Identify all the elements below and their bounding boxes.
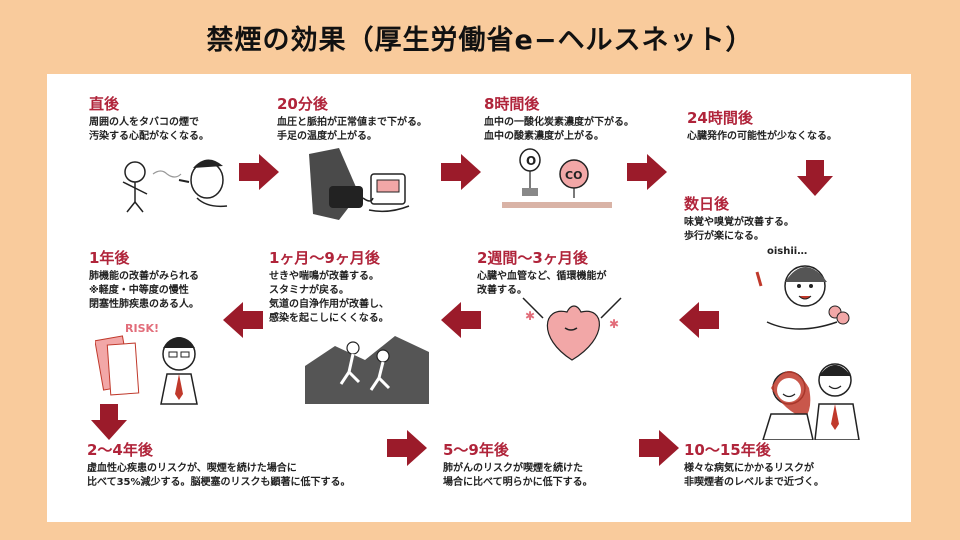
step-heading: 直後 bbox=[89, 95, 120, 113]
step-1-year: 1年後 肺機能の改善がみられる ※軽度・中等度の慢性 閉塞性肺疾患のある人。 bbox=[89, 250, 199, 312]
arrow-down-icon bbox=[91, 404, 127, 440]
step-immediately: 直後 周囲の人をタバコの煙で 汚染する心配がなくなる。 bbox=[89, 96, 209, 144]
arrow-left-icon bbox=[679, 302, 719, 338]
arrow-right-icon bbox=[239, 154, 279, 190]
step-line: せきや喘鳴が改善する。 bbox=[269, 271, 379, 282]
step-heading: 5〜9年後 bbox=[443, 441, 509, 459]
step-several-days: 数日後 味覚や嗅覚が改善する。 歩行が楽になる。 bbox=[684, 196, 794, 244]
step-heading: 数日後 bbox=[684, 195, 730, 213]
step-line: 歩行が楽になる。 bbox=[684, 231, 764, 242]
step-line: 改善する。 bbox=[477, 285, 527, 296]
step-2-4-years: 2〜4年後 虚血性心疾患のリスクが、喫煙を続けた場合に 比べて35%減少する。脳… bbox=[87, 442, 351, 490]
step-line: ※軽度・中等度の慢性 bbox=[89, 285, 189, 296]
step-heading: 8時間後 bbox=[484, 95, 540, 113]
step-line: 虚血性心疾患のリスクが、喫煙を続けた場合に bbox=[87, 463, 297, 474]
step-line: 味覚や嗅覚が改善する。 bbox=[684, 217, 794, 228]
oxygen-label: O bbox=[526, 154, 536, 168]
sparkle-icon: ✱ bbox=[609, 317, 619, 331]
step-line: 感染を起こしにくくなる。 bbox=[269, 313, 389, 324]
arrow-right-icon bbox=[627, 154, 667, 190]
step-1-9-months: 1ヶ月〜9ヶ月後 せきや喘鳴が改善する。 スタミナが戻る。 気道の自浄作用が改善… bbox=[269, 250, 389, 326]
step-line: 閉塞性肺疾患のある人。 bbox=[89, 299, 199, 310]
risk-text: RISK! bbox=[125, 322, 159, 335]
step-heading: 10〜15年後 bbox=[684, 441, 771, 459]
step-24-hours: 24時間後 心臓発作の可能性が少なくなる。 bbox=[687, 110, 837, 144]
step-line: 血中の一酸化炭素濃度が下がる。 bbox=[484, 117, 634, 128]
step-2-weeks-3-months: 2週間〜3ヶ月後 心臓や血管など、循環機能が 改善する。 bbox=[477, 250, 607, 298]
step-line: 血中の酸素濃度が上がる。 bbox=[484, 131, 604, 142]
smoker-and-child-illustration bbox=[122, 159, 228, 213]
happy-couple-illustration bbox=[762, 363, 860, 440]
step-line: 場合に比べて明らかに低下する。 bbox=[443, 477, 593, 488]
step-line: 手足の温度が上がる。 bbox=[277, 131, 377, 142]
step-line: 周囲の人をタバコの煙で bbox=[89, 117, 199, 128]
arrow-right-icon bbox=[441, 154, 481, 190]
arrow-left-icon bbox=[223, 302, 263, 338]
step-line: 汚染する心配がなくなる。 bbox=[89, 131, 209, 142]
step-line: 肺がんのリスクが喫煙を続けた bbox=[443, 463, 583, 474]
happy-heart-illustration: ✱ ✱ bbox=[522, 297, 622, 361]
oishii-text: oishii… bbox=[767, 246, 807, 257]
step-line: 様々な病気にかかるリスクが bbox=[684, 463, 814, 474]
step-20-minutes: 20分後 血圧と脈拍が正常値まで下がる。 手足の温度が上がる。 bbox=[277, 96, 427, 144]
arrow-down-icon bbox=[797, 160, 833, 196]
sparkle-icon: ✱ bbox=[525, 309, 535, 323]
co-label: CO bbox=[565, 169, 582, 182]
step-line: 非喫煙者のレベルまで近づく。 bbox=[684, 477, 824, 488]
step-heading: 1年後 bbox=[89, 249, 130, 267]
step-line: 血圧と脈拍が正常値まで下がる。 bbox=[277, 117, 427, 128]
diagram-panel: 直後 周囲の人をタバコの煙で 汚染する心配がなくなる。 20分後 血圧と脈拍が正… bbox=[47, 74, 911, 522]
step-line: 気道の自浄作用が改善し、 bbox=[269, 299, 389, 310]
step-heading: 24時間後 bbox=[687, 109, 753, 127]
step-line: 心臓や血管など、循環機能が bbox=[477, 271, 607, 282]
blood-pressure-illustration bbox=[309, 148, 410, 220]
page-title: 禁煙の効果（厚生労働省e−ヘルスネット） bbox=[206, 25, 754, 56]
girl-eating-illustration: oishii… bbox=[755, 246, 850, 330]
step-8-hours: 8時間後 血中の一酸化炭素濃度が下がる。 血中の酸素濃度が上がる。 bbox=[484, 96, 634, 144]
step-heading: 2週間〜3ヶ月後 bbox=[477, 249, 588, 267]
step-line: 肺機能の改善がみられる bbox=[89, 271, 199, 282]
step-5-9-years: 5〜9年後 肺がんのリスクが喫煙を続けた 場合に比べて明らかに低下する。 bbox=[443, 442, 593, 490]
step-line: 比べて35%減少する。脳梗塞のリスクも顕著に低下する。 bbox=[87, 477, 351, 488]
oxygen-co-balloons-illustration: O CO bbox=[502, 148, 612, 208]
step-heading: 2〜4年後 bbox=[87, 441, 153, 459]
step-heading: 20分後 bbox=[277, 95, 328, 113]
step-line: 心臓発作の可能性が少なくなる。 bbox=[687, 131, 837, 142]
arrow-left-icon bbox=[441, 302, 481, 338]
step-heading: 1ヶ月〜9ヶ月後 bbox=[269, 249, 380, 267]
arrow-right-icon bbox=[387, 430, 427, 466]
step-line: スタミナが戻る。 bbox=[269, 285, 349, 296]
step-10-15-years: 10〜15年後 様々な病気にかかるリスクが 非喫煙者のレベルまで近づく。 bbox=[684, 442, 824, 490]
runners-illustration bbox=[305, 336, 429, 404]
arrow-right-icon bbox=[639, 430, 679, 466]
man-with-risk-cards-illustration: RISK! bbox=[95, 322, 198, 405]
